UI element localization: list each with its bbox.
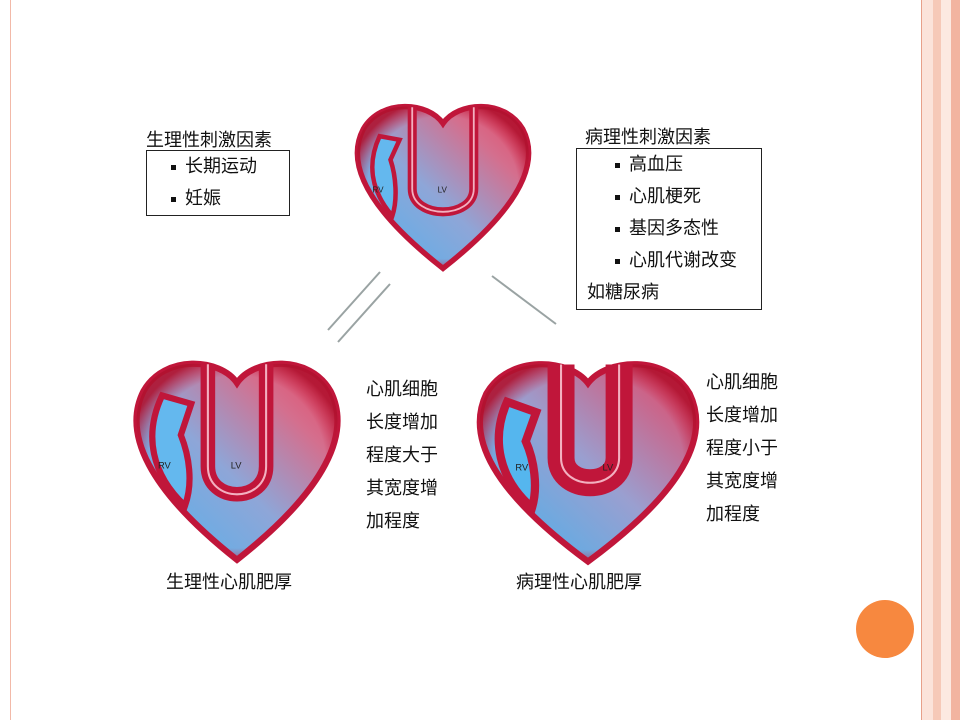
list-item: 基因多态性: [615, 213, 761, 245]
bullet-icon: [171, 196, 176, 202]
slide-frame-right-border: [921, 0, 960, 720]
bullet-icon: [615, 162, 620, 168]
lv-label: LV: [438, 185, 448, 194]
pathological-stimulus-box: 高血压 心肌梗死 基因多态性 心肌代谢改变 如糖尿病: [576, 148, 762, 310]
list-item: 长期运动: [171, 151, 289, 183]
rv-chamber: [149, 391, 196, 512]
bullet-icon: [615, 226, 620, 232]
bullet-icon: [615, 258, 620, 264]
heart-normal: RV LV: [352, 100, 534, 272]
physiological-hypertrophy-caption: 生理性心肌肥厚: [166, 572, 292, 593]
heart-physiological-hypertrophy: RV LV: [133, 358, 341, 564]
rv-label: RV: [372, 185, 384, 194]
rv-label: RV: [515, 462, 529, 472]
slide-frame-left-line: [10, 0, 11, 720]
physiological-stimulus-title: 生理性刺激因素: [146, 130, 272, 151]
pathological-stimulus-list: 高血压 心肌梗死 基因多态性 心肌代谢改变: [587, 149, 761, 277]
heart-pathological-hypertrophy: RV LV: [476, 358, 700, 566]
rv-chamber: [370, 133, 403, 221]
bullet-icon: [615, 194, 620, 200]
lv-label: LV: [603, 462, 614, 472]
bullet-icon: [171, 164, 176, 170]
list-item: 心肌梗死: [615, 181, 761, 213]
pathological-hypertrophy-caption: 病理性心肌肥厚: [516, 572, 642, 593]
lv-label: LV: [231, 460, 243, 470]
orange-circle-decoration: [856, 600, 914, 658]
list-item: 心肌代谢改变: [615, 245, 761, 277]
pathological-connector-line: [491, 275, 557, 325]
list-item: 高血压: [615, 149, 761, 181]
rv-label: RV: [158, 460, 172, 470]
pathological-hypertrophy-description: 心肌细胞 长度增加 程度小于 其宽度增 加程度: [706, 372, 778, 525]
physiological-stimulus-box: 长期运动 妊娠: [146, 150, 290, 216]
pathological-stimulus-title: 病理性刺激因素: [585, 127, 711, 148]
rv-chamber: [494, 396, 542, 516]
slide-frame-right-line: [921, 0, 922, 720]
list-item: 妊娠: [171, 183, 289, 215]
physiological-hypertrophy-description: 心肌细胞 长度增加 程度大于 其宽度增 加程度: [366, 379, 438, 532]
equal-sign-line-bottom: [337, 283, 391, 343]
physiological-stimulus-list: 长期运动 妊娠: [171, 151, 289, 215]
pathological-stimulus-note: 如糖尿病: [587, 282, 659, 303]
equal-sign-line-top: [327, 271, 381, 331]
